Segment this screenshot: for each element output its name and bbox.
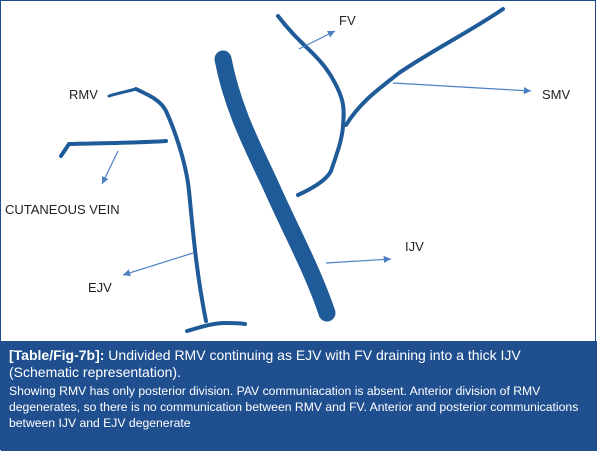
ijv-label: IJV [405,239,424,254]
ejv-bottom-branch [185,320,247,333]
vein-diagram: FV RMV SMV CUTANEOUS VEIN IJV EJV [1,1,597,341]
ijv-arrow [325,255,392,264]
cutaneous-vein-label: CUTANEOUS VEIN [5,202,120,217]
fv-label: FV [339,13,356,28]
fv-arrow [298,30,336,50]
diagram-canvas: FV RMV SMV CUTANEOUS VEIN IJV EJV [5,7,571,333]
rmv-vessel [134,87,208,323]
ejv-arrow [122,252,194,277]
rmv-top-branch [107,87,138,98]
cutaneous-arrow [101,150,119,185]
smv-arrow [392,82,532,95]
cutaneous-vein-vessel [59,139,168,158]
ijv-vessel [214,50,336,322]
caption-title: Undivided RMV continuing as EJV with FV … [9,347,521,380]
figure-caption: [Table/Fig-7b]: Undivided RMV continuing… [1,341,597,451]
smv-label: SMV [542,87,571,102]
caption-title-line: [Table/Fig-7b]: Undivided RMV continuing… [9,347,589,381]
caption-reference: [Table/Fig-7b]: [9,347,105,363]
fv-vessel [276,14,346,197]
ejv-label: EJV [88,280,112,295]
smv-vessel [344,7,505,127]
rmv-label: RMV [69,87,98,102]
caption-body: Showing RMV has only posterior division.… [9,384,579,430]
